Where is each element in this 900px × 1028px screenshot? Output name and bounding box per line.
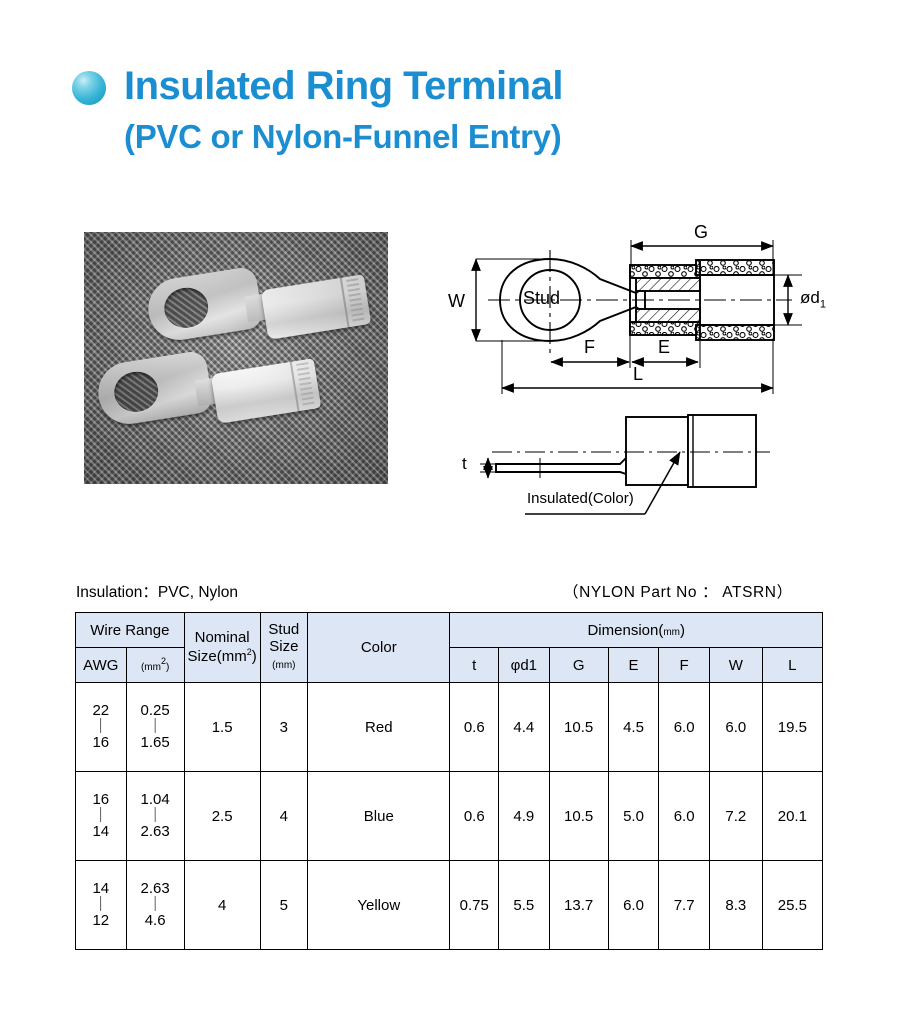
header-nominal-size: Nominal Size(mm2) [183, 612, 261, 683]
cell-nominal-size: 2.5 [183, 771, 261, 861]
photo-vignette [84, 232, 388, 484]
table-row: 22 ｜ 16 0.25 ｜ 1.65 1.5 3 Red 0.6 4.4 10… [75, 682, 824, 772]
header-dimension: Dimension(mm) [449, 612, 823, 648]
table-header-row-2: AWG (mm2) t φd1 G E F W L [75, 647, 824, 683]
product-photo [84, 232, 388, 484]
header-stud-size: Stud Size (mm) [259, 612, 309, 683]
table-row: 14 ｜ 12 2.63 ｜ 4.6 4 5 Yellow 0.75 5.5 1… [75, 860, 824, 950]
cell-dim-t: 0.6 [449, 771, 499, 861]
cell-dim-G: 10.5 [548, 771, 609, 861]
cell-wire-mm2: 0.25 ｜ 1.65 [125, 682, 185, 772]
label-L: L [633, 364, 644, 384]
cell-dim-W: 8.3 [708, 860, 763, 950]
cell-awg: 16 ｜ 14 [75, 771, 127, 861]
cell-dim-t: 0.6 [449, 682, 499, 772]
cell-awg: 14 ｜ 12 [75, 860, 127, 950]
title-row: Insulated Ring Terminal [72, 66, 832, 106]
header-dim-E: E [607, 647, 660, 683]
cell-dim-E: 5.0 [607, 771, 660, 861]
header-dim-F: F [658, 647, 710, 683]
header-dim-d1: φd1 [498, 647, 550, 683]
top-view-svg [471, 240, 802, 394]
technical-drawing-side-view: t Insulated(Color) [430, 402, 850, 527]
header-wire-range: Wire Range [75, 612, 185, 648]
table-row: 16 ｜ 14 1.04 ｜ 2.63 2.5 4 Blue 0.6 4.9 1… [75, 771, 824, 861]
header-color: Color [307, 612, 451, 683]
header-dim-L: L [761, 647, 824, 683]
cell-dim-d1: 5.5 [498, 860, 550, 950]
cell-dim-F: 6.0 [658, 771, 710, 861]
insulation-caption: Insulation：PVC, Nylon [76, 584, 238, 601]
label-W: W [448, 291, 465, 311]
cell-dim-W: 6.0 [708, 682, 763, 772]
title-main-text: Insulated Ring Terminal [124, 64, 563, 108]
label-G: G [694, 222, 709, 242]
cell-awg: 22 ｜ 16 [75, 682, 127, 772]
cell-wire-mm2: 1.04 ｜ 2.63 [125, 771, 185, 861]
label-d1: ød1 [800, 288, 826, 311]
cell-dim-F: 7.7 [658, 860, 710, 950]
cell-color: Red [307, 682, 451, 772]
page-title: Insulated Ring Terminal (PVC or Nylon-Fu… [72, 66, 832, 153]
cell-dim-W: 7.2 [708, 771, 763, 861]
title-sub-text: (PVC or Nylon-Funnel Entry) [124, 118, 562, 155]
cell-dim-d1: 4.9 [498, 771, 550, 861]
label-insulated-color: Insulated(Color) [527, 490, 634, 507]
cell-stud-size: 4 [259, 771, 309, 861]
table-header-row-1: Wire Range Nominal Size(mm2) Stud Size (… [75, 612, 823, 683]
header-dim-t: t [449, 647, 499, 683]
header-dim-W: W [708, 647, 763, 683]
cell-color: Blue [307, 771, 451, 861]
cell-dim-t: 0.75 [449, 860, 499, 950]
cell-dim-L: 19.5 [761, 682, 824, 772]
technical-drawing-top-view: W Stud G ød1 F E L [440, 222, 840, 407]
cell-stud-size: 3 [259, 682, 309, 772]
side-view-svg [480, 414, 770, 515]
cell-dim-L: 20.1 [761, 771, 824, 861]
cell-dim-L: 25.5 [761, 860, 824, 950]
header-wire-mm2: (mm2) [125, 647, 185, 683]
header-awg: AWG [75, 647, 127, 683]
cell-dim-G: 13.7 [548, 860, 609, 950]
part-number-caption: （NYLON Part No ： ATSRN） [563, 584, 793, 601]
cell-color: Yellow [307, 860, 451, 950]
label-stud: Stud [523, 288, 561, 308]
cell-dim-E: 6.0 [607, 860, 660, 950]
label-t: t [462, 454, 467, 473]
specification-table: Wire Range Nominal Size(mm2) Stud Size (… [75, 612, 824, 950]
cell-nominal-size: 1.5 [183, 682, 261, 772]
header-dim-G: G [548, 647, 609, 683]
cell-stud-size: 5 [259, 860, 309, 950]
cell-dim-d1: 4.4 [498, 682, 550, 772]
label-E: E [658, 337, 671, 357]
cell-dim-F: 6.0 [658, 682, 710, 772]
cell-nominal-size: 4 [183, 860, 261, 950]
cell-wire-mm2: 2.63 ｜ 4.6 [125, 860, 185, 950]
label-F: F [584, 337, 595, 357]
cell-dim-G: 10.5 [548, 682, 609, 772]
cell-dim-E: 4.5 [607, 682, 660, 772]
sphere-bullet-icon [72, 71, 106, 105]
